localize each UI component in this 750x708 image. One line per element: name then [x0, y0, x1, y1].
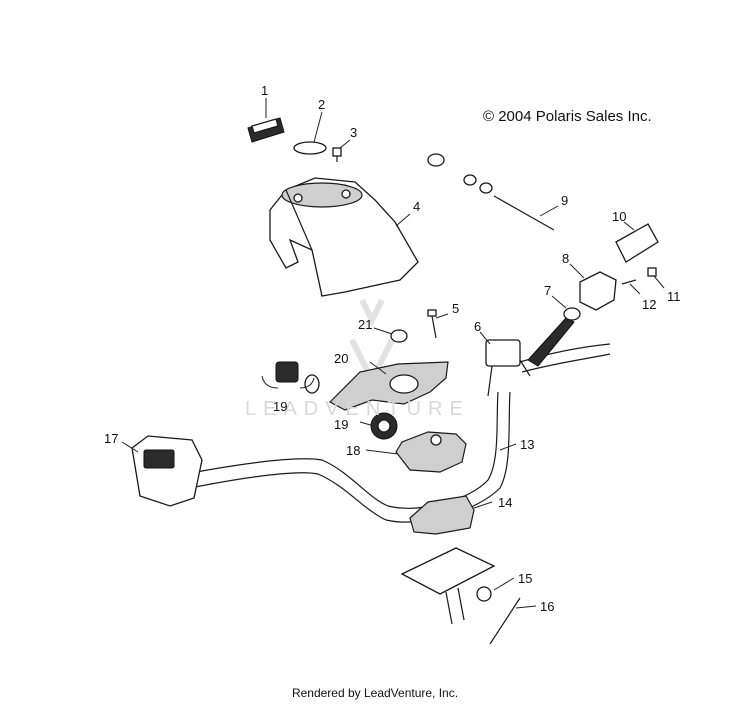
part-12-screw [621, 279, 637, 285]
part-9-cable [427, 153, 555, 231]
callout-11: 11 [667, 289, 681, 304]
copyright-notice: © 2004 Polaris Sales Inc. [483, 108, 652, 125]
part-13-handlebar [184, 391, 511, 523]
callout-2: 2 [318, 97, 326, 112]
callout-19-lower: 19 [334, 417, 349, 432]
part-11-screw [647, 267, 657, 277]
part-15-nut [476, 586, 492, 602]
callout-12: 12 [642, 297, 657, 312]
callout-10: 10 [612, 209, 627, 224]
callout-6: 6 [474, 319, 482, 334]
callout-9: 9 [561, 193, 569, 208]
part-14-lower-clamp [409, 495, 475, 535]
callout-5: 5 [452, 301, 460, 316]
part-6-master-cylinder [485, 339, 531, 397]
part-18-clamp [395, 431, 467, 473]
watermark-text: LEADVENTURE [245, 398, 470, 420]
callout-16: 16 [540, 599, 555, 614]
part-3-screw [332, 147, 342, 162]
callout-17: 17 [104, 431, 119, 446]
part-19-switch-upper [275, 361, 320, 394]
callout-18: 18 [346, 443, 361, 458]
callout-20: 20 [334, 351, 349, 366]
part-5-bolt [427, 309, 437, 339]
callout-21: 21 [358, 317, 373, 332]
part-21-washer [390, 329, 408, 343]
part-16-tie [489, 597, 521, 645]
part-2-plug [293, 141, 327, 155]
part-7-spacer [563, 307, 581, 321]
part-10-grip [615, 223, 659, 263]
footer-credit: Rendered by LeadVenture, Inc. [291, 686, 459, 700]
callout-7: 7 [544, 283, 552, 298]
callout-15: 15 [518, 571, 533, 586]
callout-13: 13 [520, 437, 535, 452]
part-4-cover [269, 177, 419, 297]
part-1-clip [247, 117, 285, 143]
part-19-switch-lower [370, 412, 398, 440]
leader-lines [121, 98, 665, 609]
part-17-switch-housing [131, 435, 203, 507]
callout-1: 1 [261, 83, 269, 98]
grip-sleeve [527, 317, 575, 367]
callout-19-upper: 19 [273, 399, 288, 414]
mount-plate [400, 547, 496, 625]
callout-8: 8 [562, 251, 570, 266]
part-20-plate [329, 361, 449, 411]
callout-3: 3 [350, 125, 358, 140]
part-8-switch-housing [579, 271, 617, 311]
callout-4: 4 [413, 199, 421, 214]
callout-14: 14 [498, 495, 513, 510]
